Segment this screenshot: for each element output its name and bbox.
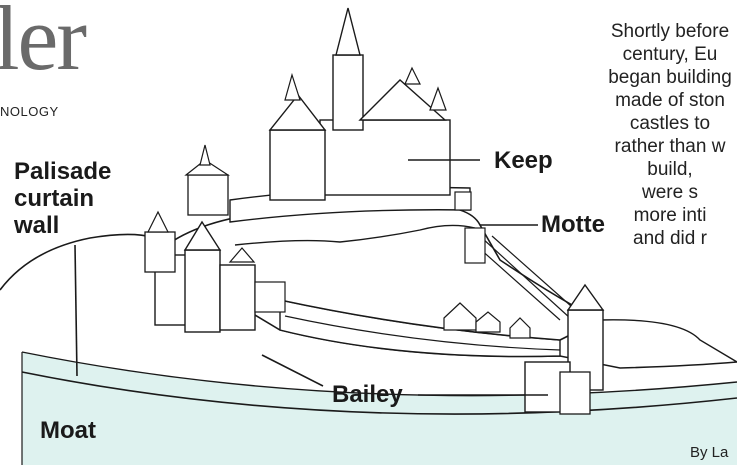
bailey-inner-wall (284, 315, 561, 351)
motte-wall-tower (454, 191, 472, 211)
motte-ridge (234, 224, 476, 246)
outbuilding (187, 174, 229, 216)
intro-line: Shortly before (610, 21, 730, 42)
moat-label: Moat (40, 417, 96, 444)
intro-line: rather than w (614, 136, 726, 157)
moat-edge (21, 351, 737, 397)
motte-tower (464, 227, 486, 264)
moat-bank (21, 371, 737, 415)
palisade-label-line: wall (14, 212, 60, 239)
keep-main-wall (319, 119, 451, 196)
keep-central-tower (332, 54, 364, 131)
outbuilding-spire (199, 144, 211, 166)
gate-bridge (254, 281, 286, 313)
right-gate-annex (559, 371, 591, 415)
keep-left-wall (269, 129, 326, 201)
palisade-label-line: Palisade (14, 158, 112, 185)
gate-tower-roof (147, 210, 169, 233)
palisade-leader-line (74, 244, 78, 377)
section-label: NOLOGY (0, 104, 59, 119)
keep-roof-left (268, 93, 327, 131)
gate-tower-right (219, 264, 256, 331)
gate-tower-main (184, 249, 221, 333)
masthead-logo-fragment: ler (0, 0, 87, 89)
keep-spire (335, 7, 361, 56)
bailey-label: Bailey (332, 381, 403, 408)
intro-line: century, Eu (622, 44, 718, 65)
intro-line: castles to (629, 113, 711, 134)
keep-turret-roof (404, 66, 421, 85)
byline: By La (690, 444, 729, 461)
keep-turret-roof (284, 72, 301, 101)
bailey-hut (475, 311, 501, 333)
outbuilding-roof (184, 159, 231, 176)
intro-line: made of ston (615, 90, 725, 111)
intro-line: began building (608, 67, 732, 88)
intro-line: build, (647, 159, 693, 180)
gate-tower-roof (228, 247, 256, 263)
palisade-label-line: curtain (14, 185, 95, 212)
intro-text: Shortly before century, Eu began buildin… (560, 20, 737, 250)
keep-roof-main (358, 79, 447, 121)
keep-turret-roof (429, 86, 447, 111)
intro-line: more inti (633, 205, 707, 226)
intro-line: and did r (633, 228, 707, 249)
gate-tower-roof (183, 220, 222, 251)
motte-slope-right (599, 319, 737, 363)
motte-label: Motte (541, 211, 605, 238)
palisade-label: Palisade curtain wall (14, 158, 164, 239)
right-gate-roof (566, 283, 605, 311)
bailey-leader-line-a (261, 354, 324, 387)
bailey-hut (509, 317, 531, 339)
intro-line: were s (642, 182, 698, 203)
keep-label: Keep (494, 147, 553, 174)
